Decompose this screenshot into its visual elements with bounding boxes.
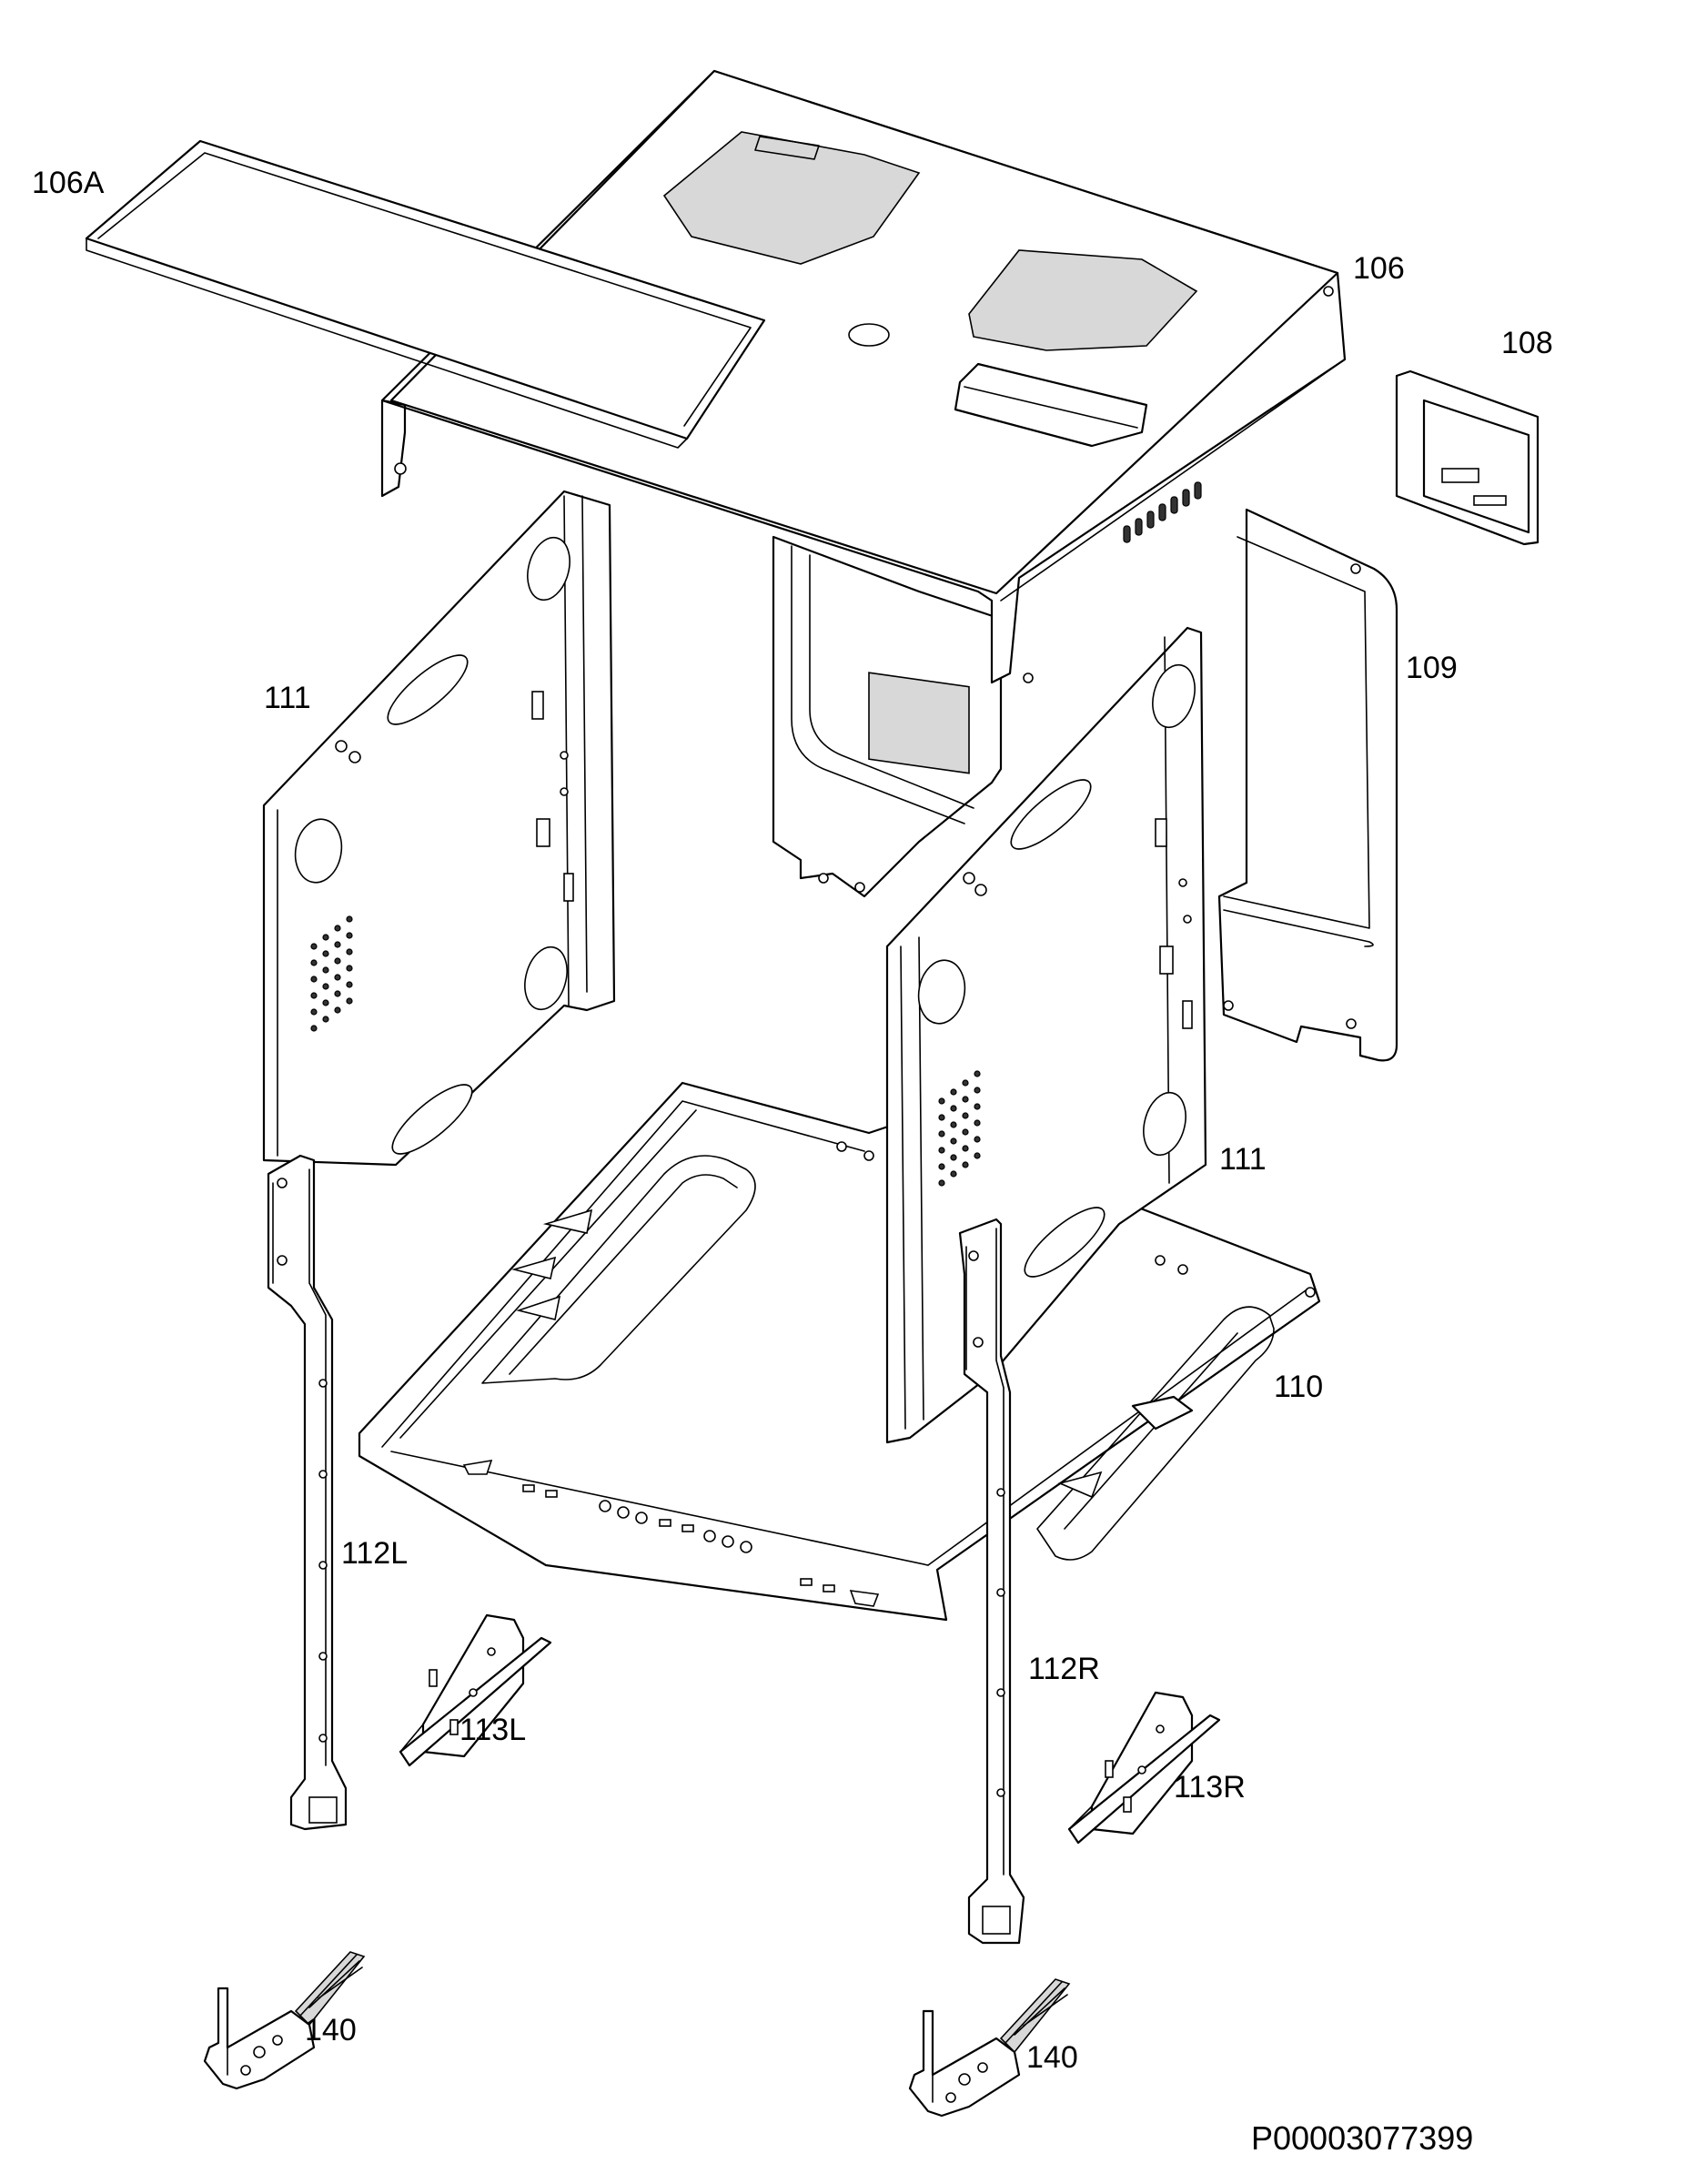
- drawing-code: P00003077399: [1251, 2119, 1473, 2157]
- part-140-left-hinge[interactable]: [203, 1951, 366, 2090]
- oven-cavity-frame: [772, 535, 1003, 898]
- part-113R-right-bracket[interactable]: [1067, 1691, 1221, 1845]
- part-112R-right-rail[interactable]: [958, 1218, 1025, 1945]
- part-111-left-side-panel[interactable]: [262, 490, 616, 1167]
- label-112R: 112R: [1028, 1652, 1100, 1686]
- part-140-right-hinge[interactable]: [908, 1978, 1071, 2118]
- part-106A-front-trim[interactable]: [85, 139, 766, 449]
- label-106: 106: [1353, 251, 1405, 286]
- label-110: 110: [1274, 1370, 1323, 1404]
- part-109-rear-panel[interactable]: [1217, 508, 1398, 1062]
- label-109: 109: [1406, 651, 1458, 685]
- label-106A: 106A: [32, 166, 105, 200]
- base-front-holes: [462, 1459, 880, 1607]
- part-112L-left-rail[interactable]: [267, 1154, 348, 1831]
- part-106-top-panel[interactable]: [380, 69, 1347, 684]
- label-140-right: 140: [1026, 2040, 1078, 2075]
- label-111-left: 111: [264, 681, 311, 715]
- part-108-control-box[interactable]: [1395, 369, 1540, 546]
- label-112L: 112L: [341, 1536, 408, 1571]
- label-140-left: 140: [305, 2013, 357, 2048]
- label-108: 108: [1501, 326, 1553, 360]
- label-113R: 113R: [1174, 1770, 1246, 1805]
- vent-slots: [1123, 481, 1202, 543]
- label-113L: 113L: [459, 1713, 526, 1747]
- label-111-right: 111: [1219, 1142, 1267, 1177]
- right-panel-perforation: [938, 1070, 981, 1187]
- part-113L-left-bracket[interactable]: [399, 1613, 552, 1767]
- left-panel-perforation: [310, 915, 353, 1032]
